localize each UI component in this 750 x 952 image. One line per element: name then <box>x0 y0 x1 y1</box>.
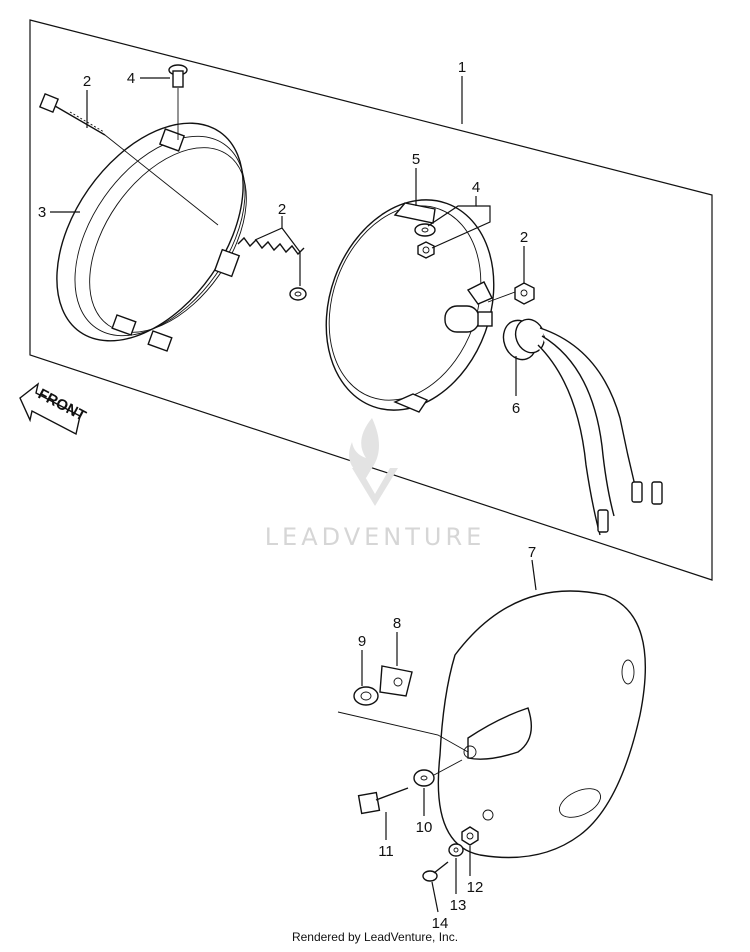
callout-7: 7 <box>528 544 536 561</box>
callout-6: 6 <box>512 400 520 417</box>
callout-10: 10 <box>416 819 433 836</box>
callout-8: 8 <box>393 615 401 632</box>
part-7-housing <box>437 590 646 859</box>
part-4-washer-nut <box>414 223 436 259</box>
callout-12: 12 <box>467 879 484 896</box>
part-11-bolt <box>357 787 409 815</box>
callout-2-spring: 2 <box>278 201 286 218</box>
callout-4-screw: 4 <box>127 70 135 87</box>
part-4-screw-top <box>168 64 188 88</box>
front-arrow: FRONT <box>19 382 89 436</box>
callout-2-screw: 2 <box>83 73 91 90</box>
part-8-bracket-nut <box>379 665 413 697</box>
part-12-nut <box>461 826 479 846</box>
part-2-spring <box>237 236 307 301</box>
callout-9: 9 <box>358 633 366 650</box>
callout-14: 14 <box>432 915 449 932</box>
assembly-1-boundary <box>29 19 713 581</box>
part-10-washer <box>413 769 435 787</box>
part-2-nut-right <box>514 282 535 305</box>
part-2-screw <box>38 92 106 136</box>
watermark-logo <box>349 418 398 506</box>
callout-2-nut: 2 <box>520 229 528 246</box>
footer-credit: Rendered by LeadVenture, Inc. <box>291 930 459 944</box>
callout-13: 13 <box>450 897 467 914</box>
watermark-text: LEADVENTURE <box>265 523 486 551</box>
part-9-collar <box>353 686 379 706</box>
callout-11: 11 <box>378 843 394 860</box>
callout-5: 5 <box>412 151 420 168</box>
part-6-socket-wiring <box>502 318 663 536</box>
part-5-headlight-unit <box>325 199 495 413</box>
callout-3: 3 <box>38 204 46 221</box>
callout-4-washer-nut: 4 <box>472 179 480 196</box>
part-3-rim-ring <box>56 122 247 352</box>
callout-leaders <box>50 76 537 913</box>
callout-1: 1 <box>458 59 466 76</box>
part-13-washer <box>448 843 464 857</box>
part-14-screw <box>422 861 449 882</box>
